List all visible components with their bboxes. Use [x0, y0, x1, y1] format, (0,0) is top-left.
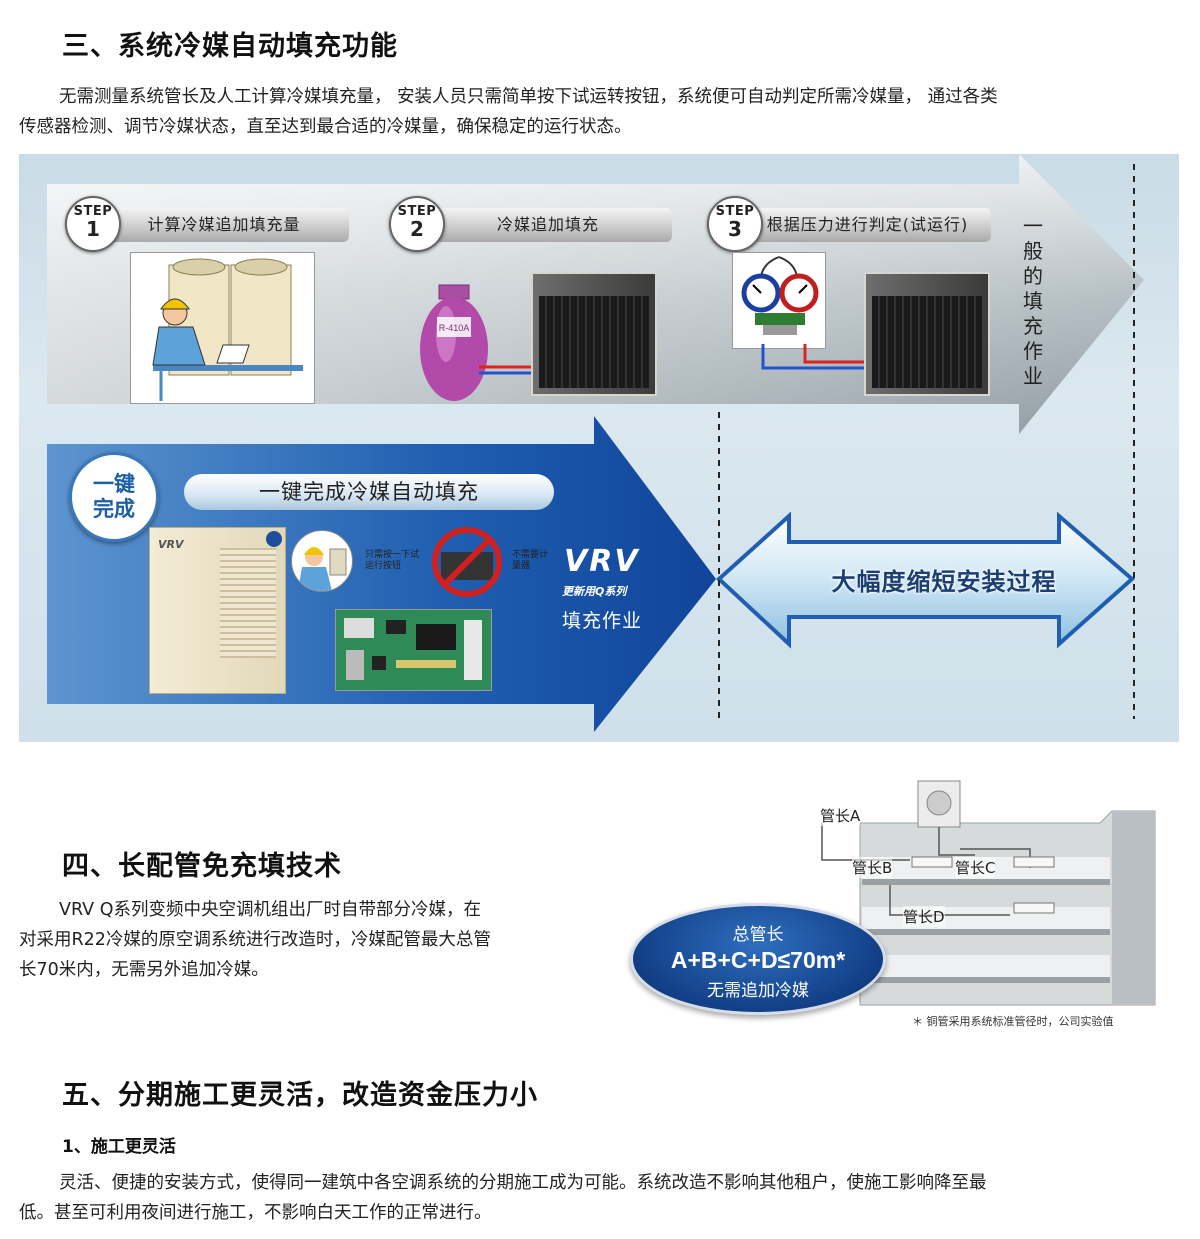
unit-brand: VRV [158, 538, 184, 551]
circuit-board-icon [344, 618, 482, 680]
step2-pipes [479, 365, 537, 375]
badge-line1: 总管长 [732, 925, 784, 945]
step1-badge: STEP 1 [65, 196, 121, 252]
step3-pipes [761, 344, 867, 370]
section5-line1: 灵活、便捷的安装方式，使得同一建筑中各空调系统的分期施工成为可能。系统改造不影响… [59, 1173, 987, 1193]
vrv-fill-text: 填充作业 [562, 610, 643, 632]
vrv-series-text: 更新用Q系列 [562, 585, 627, 598]
pipe-length-c: 管长C [955, 857, 996, 878]
step1-label: 计算冷媒追加填充量 [99, 208, 349, 242]
vrv-logo: VRV [564, 544, 640, 579]
onekey-badge-text: 一键完成 [93, 472, 135, 521]
pressure-gauge-panel [732, 252, 826, 349]
unit-fan-grille [220, 548, 276, 658]
step2-word: STEP [397, 204, 437, 219]
step2-label: 冷媒追加填充 [424, 208, 672, 242]
section5-subheading: 1、施工更灵活 [62, 1137, 176, 1157]
shorten-double-arrow [716, 511, 1136, 649]
outdoor-unit-step2 [531, 272, 657, 396]
step3-label: 根据压力进行判定(试运行) [744, 208, 991, 242]
outdoor-unit-step3 [864, 272, 990, 396]
note-no-scale: 不需要计量器 [512, 550, 549, 571]
cylinder-label: R-410A [439, 323, 470, 333]
control-board-image [335, 609, 492, 691]
pipe-length-b: 管长B [852, 857, 893, 878]
onekey-title: 一键完成冷媒自动填充 [184, 474, 554, 510]
step3-badge: STEP 3 [707, 196, 763, 252]
section4-title: 四、长配管免充填技术 [62, 851, 342, 882]
step2-badge: STEP 2 [389, 196, 445, 252]
section5-paragraph: 灵活、便捷的安装方式，使得同一建筑中各空调系统的分期施工成为可能。系统改造不影响… [19, 1168, 1179, 1228]
section4-line2: 对采用R22冷媒的原空调系统进行改造时，冷媒配管最大总管 [19, 930, 491, 950]
worker-button-icon [291, 530, 353, 592]
worker-calculating-illustration [130, 252, 315, 404]
worker-laptop-icon [152, 258, 303, 401]
diagram-footnote: ＊ 铜管采用系统标准管径时，公司实验值 [912, 1015, 1114, 1028]
pressure-gauge-icon [741, 256, 819, 335]
section5-line2: 低。甚至可利用夜间进行施工，不影响白天工作的正常进行。 [19, 1203, 492, 1223]
step1-word: STEP [73, 204, 113, 219]
section4-paragraph: VRV Q系列变频中央空调机组出厂时自带部分冷媒，在 对采用R22冷媒的原空调系… [19, 895, 589, 985]
shorten-process-text: 大幅度缩短安装过程 [831, 568, 1057, 596]
building-pipe-diagram [821, 780, 1156, 1006]
step1-number: 1 [86, 217, 100, 241]
step3-number: 3 [728, 217, 742, 241]
section3-paragraph: 无需测量系统管长及人工计算冷媒填充量， 安装人员只需简单按下试运转按钮，系统便可… [19, 82, 1179, 142]
vrv-outdoor-unit: VRV [149, 527, 286, 694]
section3-paragraph-line2: 传感器检测、调节冷媒状态，直至达到最合适的冷媒量，确保稳定的运行状态。 [19, 117, 632, 137]
pipe-length-d: 管长D [903, 906, 945, 927]
note-press-button: 只需按一下试运行按钮 [365, 550, 420, 571]
refrigerant-cylinder-icon: R-410A [420, 284, 488, 401]
pipe-length-a: 管长A [820, 805, 861, 826]
general-fill-vertical-text: 一般的填充作业 [1023, 214, 1043, 388]
total-pipe-length-badge: 总管长 A+B+C+D≤70m* 无需追加冷媒 [630, 903, 886, 1015]
badge-line2: A+B+C+D≤70m* [670, 947, 846, 973]
no-scale-icon [431, 526, 503, 598]
brand-logo-icon [266, 531, 282, 547]
section4-line1: VRV Q系列变频中央空调机组出厂时自带部分冷媒，在 [59, 900, 481, 920]
onekey-badge: 一键完成 [69, 452, 159, 542]
badge-line3: 无需追加冷媒 [707, 981, 809, 1001]
step2-number: 2 [410, 217, 424, 241]
section3-title: 三、系统冷媒自动填充功能 [62, 31, 398, 62]
refrigerant-fill-figure: 计算冷媒追加填充量 STEP 1 冷媒追加填充 STEP 2 根据压力进行判定(… [19, 154, 1179, 742]
section3-paragraph-line1: 无需测量系统管长及人工计算冷媒填充量， 安装人员只需简单按下试运转按钮，系统便可… [59, 87, 998, 107]
section4-line3: 长70米内，无需另外追加冷媒。 [19, 960, 269, 980]
section5-title: 五、分期施工更灵活，改造资金压力小 [62, 1080, 538, 1111]
step3-word: STEP [715, 204, 755, 219]
